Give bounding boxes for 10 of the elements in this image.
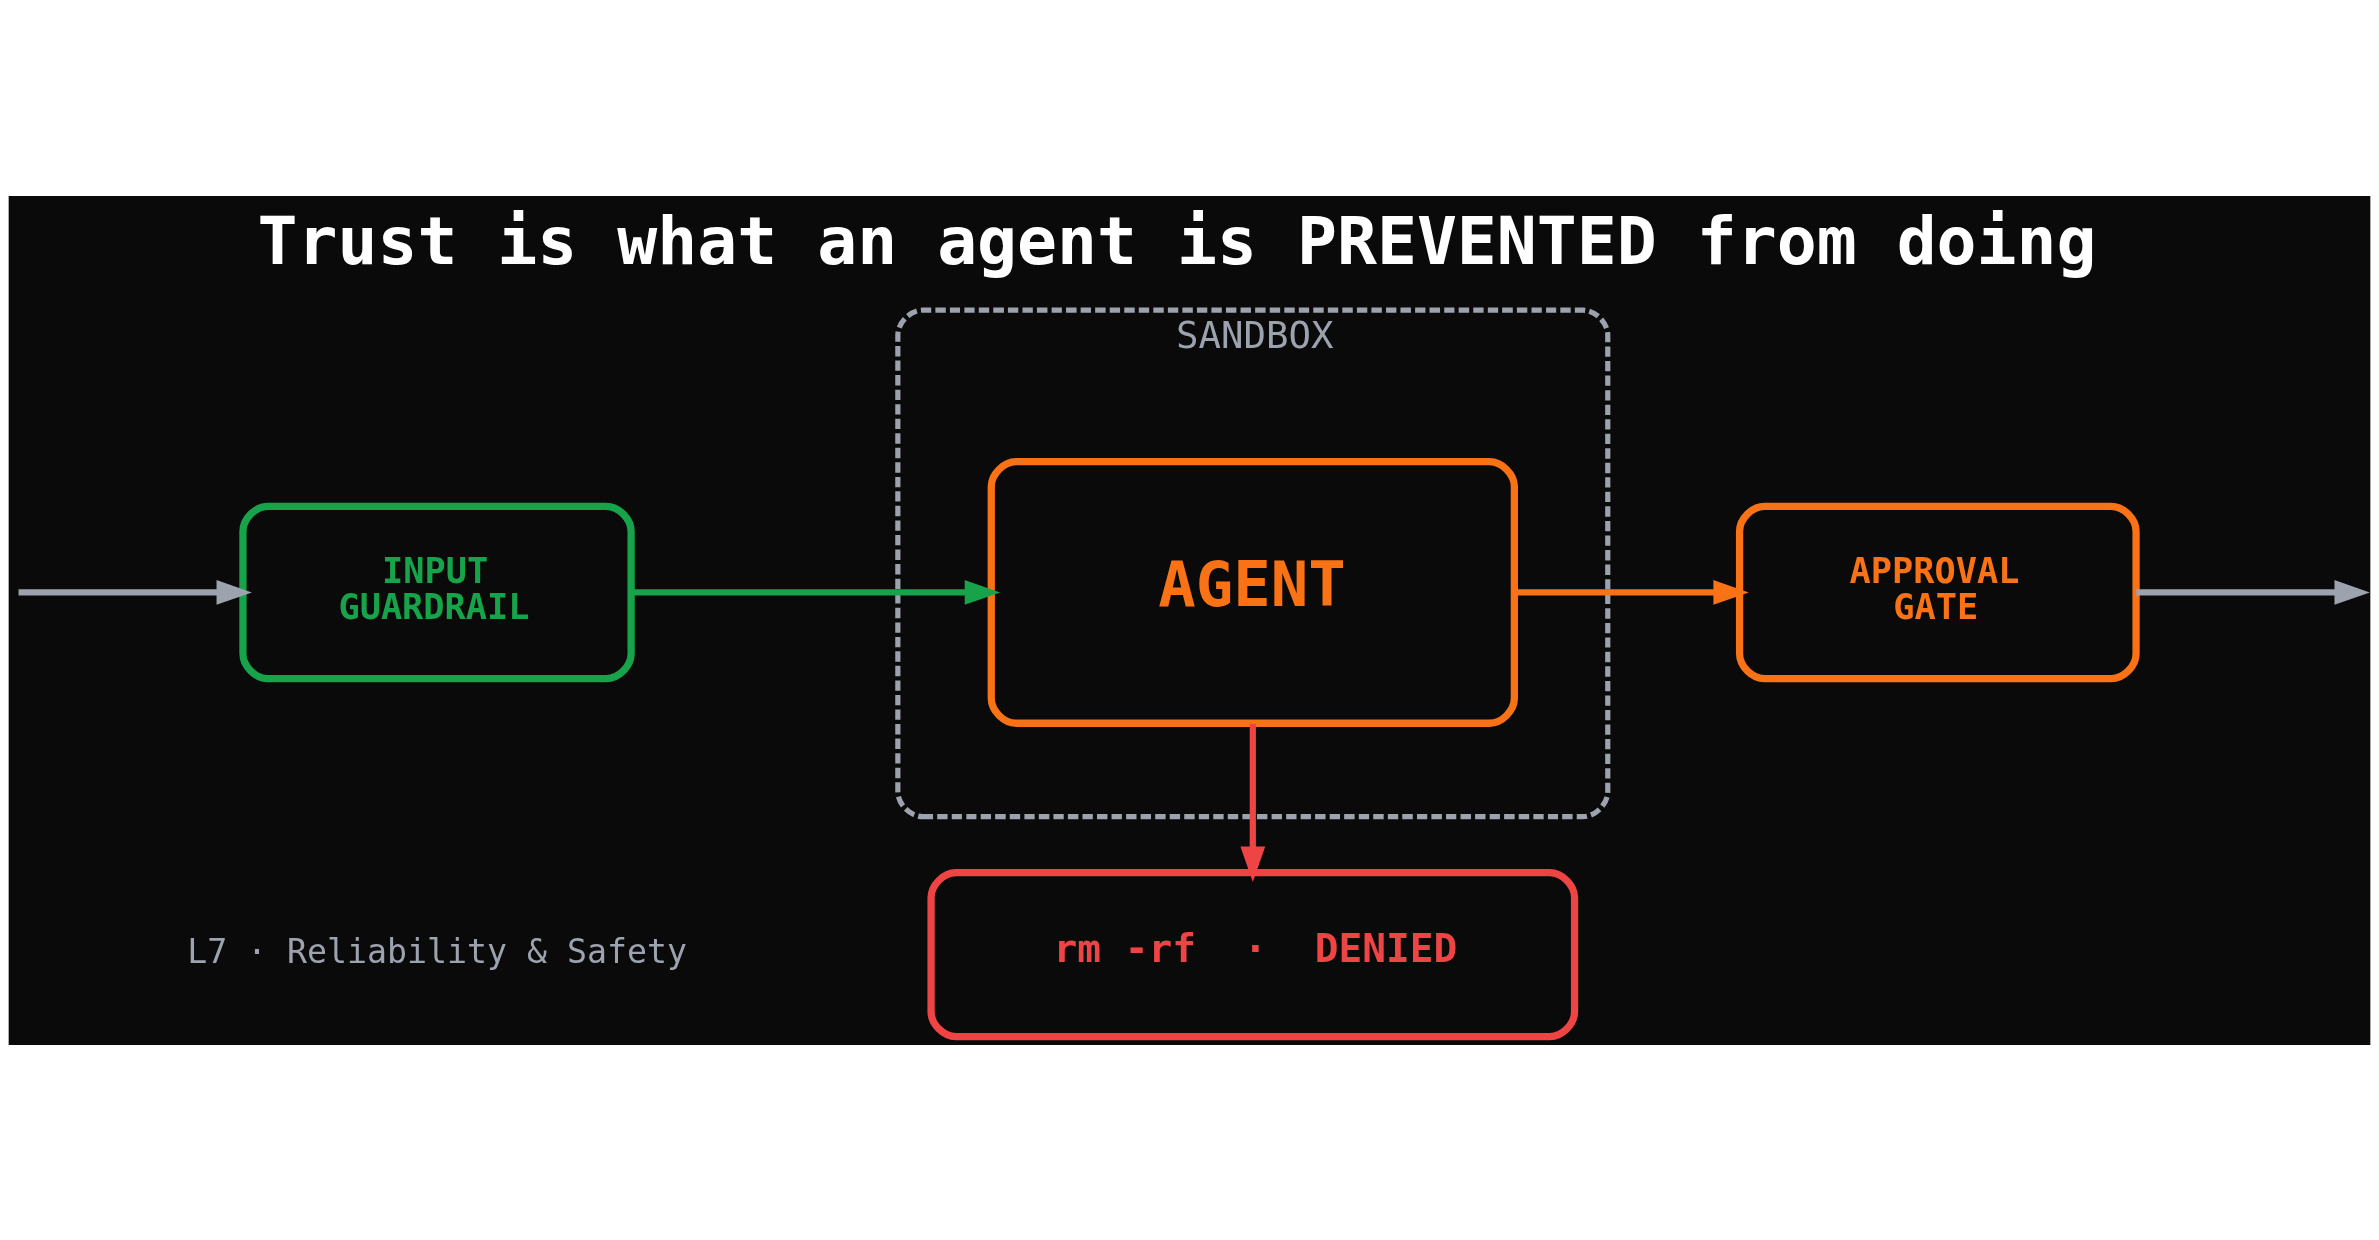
arrow	[18, 579, 252, 605]
arrow	[2136, 579, 2370, 605]
arrow	[1240, 723, 1266, 882]
node-box: APPROVAL GATE	[1735, 502, 2140, 682]
node-box: INPUT GUARDRAIL	[239, 502, 635, 682]
arrow	[631, 579, 1001, 605]
label: L7 · Reliability & Safety	[187, 931, 687, 971]
node-box: AGENT	[987, 457, 1518, 727]
diagram-title: Trust is what an agent is PREVENTED from doing	[257, 201, 2097, 280]
node-box: rm -rf · DENIED	[927, 868, 1579, 1040]
